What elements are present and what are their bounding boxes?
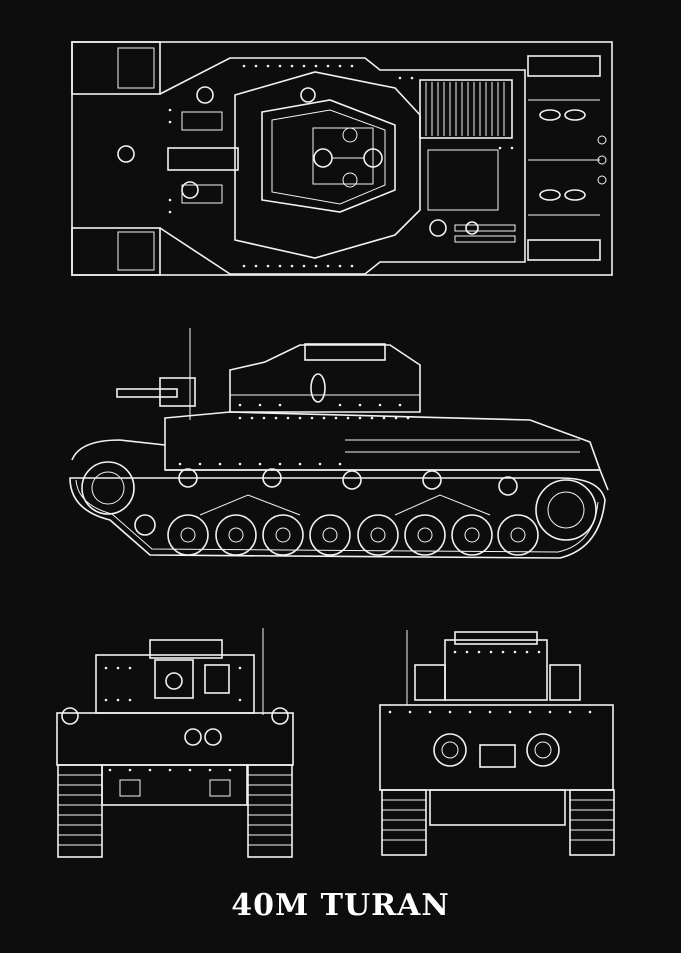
front-view xyxy=(56,628,294,858)
top-view xyxy=(71,41,613,276)
poster-title: 40M TURAN xyxy=(231,888,450,923)
side-view xyxy=(69,328,609,559)
rear-view xyxy=(379,630,615,856)
